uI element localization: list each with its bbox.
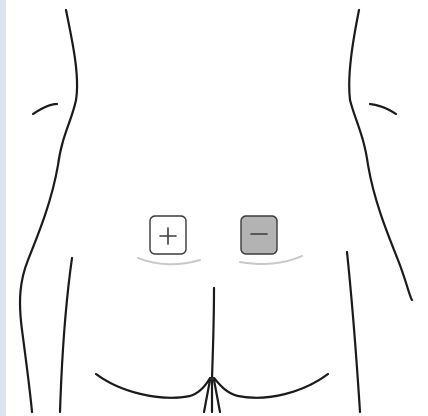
leg-separation-left [202, 378, 212, 414]
left-hip-outline [58, 256, 74, 414]
leg-separation-right [212, 378, 222, 414]
positive-electrode [149, 215, 187, 255]
left-torso-outline [18, 8, 79, 414]
negative-electrode-pad [240, 215, 278, 255]
left-dimple-shadow [137, 257, 201, 266]
left-waist-crease [31, 102, 59, 116]
gluteal-cleft [210, 286, 216, 380]
right-dimple-shadow [239, 255, 303, 265]
right-hip-outline [345, 250, 362, 414]
left-edge-strip [0, 0, 6, 416]
left-buttock-curve [94, 372, 212, 399]
right-torso-outline [348, 8, 414, 302]
right-waist-crease [368, 102, 398, 116]
right-buttock-curve [212, 372, 330, 399]
negative-electrode [240, 215, 278, 255]
